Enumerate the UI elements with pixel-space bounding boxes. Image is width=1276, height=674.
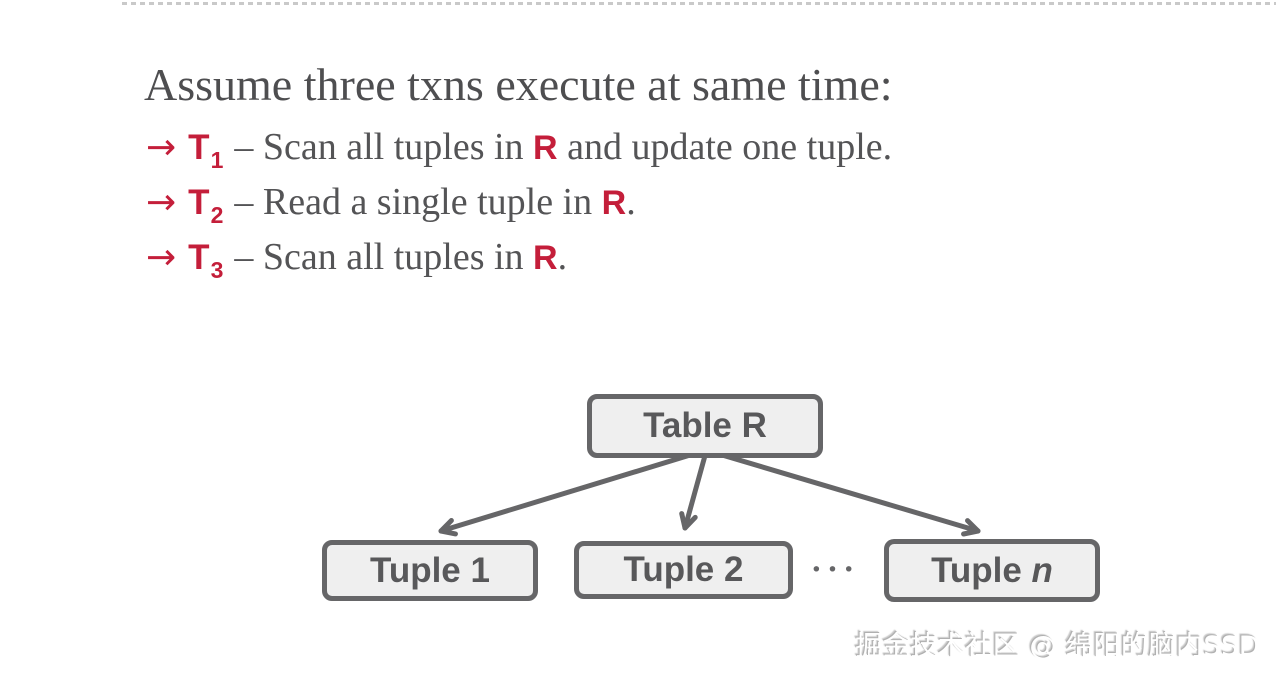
bullet-txn-3: → T3– Scan all tuples in R.: [146, 232, 892, 287]
watermark: 掘金技术社区 @ 绵阳的脑内SSD: [855, 631, 1260, 662]
node-tuple-n: Tuple n: [884, 539, 1100, 602]
txn-label: T2: [188, 183, 224, 228]
table-r-highlight: R: [533, 239, 558, 277]
table-r-highlight: R: [533, 129, 558, 167]
bullet-text: – Scan all tuples in R and update one tu…: [234, 126, 893, 168]
bullet-text: – Scan all tuples in R.: [234, 236, 568, 278]
node-label: Tuple 1: [370, 550, 490, 590]
node-label: Tuple: [931, 550, 1032, 590]
arrow-right-icon: →: [146, 127, 177, 168]
arrow-right-icon: →: [146, 182, 177, 223]
arrow-table-to-tuplen: [709, 449, 981, 537]
txn-label: T3: [188, 238, 224, 283]
node-label-var: n: [1031, 550, 1053, 590]
node-label: Table R: [643, 406, 767, 445]
slide-title: Assume three txns execute at same time:: [144, 59, 893, 110]
top-dashed-divider: [122, 2, 1276, 5]
arrow-table-to-tuple1: [438, 449, 703, 537]
node-label: Tuple 2: [623, 550, 744, 589]
txn-label: T1: [188, 128, 224, 173]
node-table-r: Table R: [587, 394, 823, 458]
bullet-txn-2: → T2– Read a single tuple in R.: [146, 177, 892, 232]
arrow-table-to-tuple2: [679, 449, 709, 531]
txn-subscript: 1: [210, 147, 224, 173]
table-r-highlight: R: [601, 184, 627, 222]
bullet-list: → T1– Scan all tuples in R and update one…: [146, 122, 892, 287]
txn-subscript: 2: [210, 202, 224, 228]
arrow-right-icon: →: [146, 237, 177, 278]
node-tuple-2: Tuple 2: [574, 541, 793, 599]
bullet-text: – Read a single tuple in R.: [234, 181, 636, 223]
ellipsis-dots: •••: [810, 559, 860, 581]
node-tuple-1: Tuple 1: [322, 540, 538, 601]
txn-subscript: 3: [210, 257, 224, 283]
bullet-txn-1: → T1– Scan all tuples in R and update one…: [146, 122, 892, 177]
